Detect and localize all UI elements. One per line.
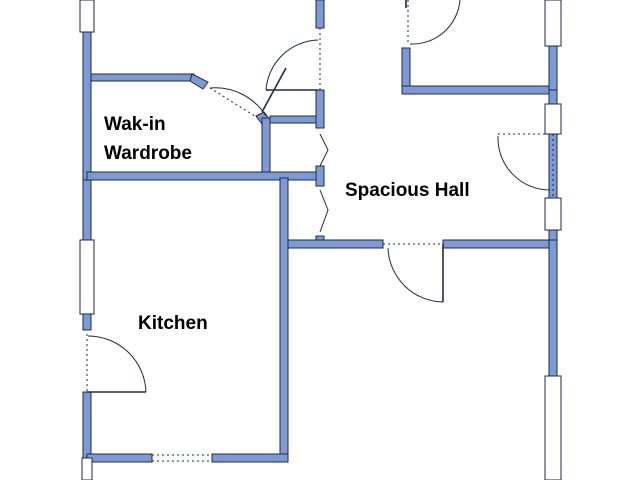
wall-center-top xyxy=(315,0,325,29)
door-closet-swing xyxy=(409,0,461,45)
wall-wardrobe-stub xyxy=(269,115,319,124)
room-label-kitchen: Kitchen xyxy=(138,313,208,334)
wall-wardrobe-angle xyxy=(189,73,209,90)
window-left-bottom xyxy=(81,457,93,480)
door-wardrobe-threshold xyxy=(209,87,259,119)
room-label-wardrobe-line2: Wardrobe xyxy=(104,143,192,164)
wall-kitchen-bottom-right xyxy=(211,453,289,463)
window-left-top xyxy=(79,0,95,33)
wall-center-stub xyxy=(315,165,325,187)
wall-wardrobe-right xyxy=(261,117,271,174)
wall-hall-bottom-left xyxy=(287,239,384,249)
door-hall-bottom-swing xyxy=(387,247,444,303)
wall-center-upper xyxy=(315,89,325,129)
wall-right-bottom xyxy=(548,239,558,480)
wall-wardrobe-top xyxy=(90,73,195,82)
wall-hall-bottom-right xyxy=(442,239,558,249)
room-label-hall: Spacious Hall xyxy=(345,180,470,201)
door-double-upper xyxy=(319,133,329,167)
door-double-lower xyxy=(319,189,329,233)
wall-closet-bottom xyxy=(401,85,558,95)
wall-kitchen-bottom-left xyxy=(86,453,153,463)
window-right-upper xyxy=(544,103,562,135)
door-wardrobe-leaf xyxy=(261,67,287,113)
door-hall-top-swing xyxy=(265,39,319,91)
window-right-bottom xyxy=(544,375,562,480)
door-hall-right-swing xyxy=(497,135,551,191)
room-label-wardrobe-line1: Wak-in xyxy=(104,114,166,135)
window-right-top xyxy=(544,0,562,47)
window-left-mid xyxy=(79,239,95,315)
door-wardrobe-swing xyxy=(209,87,267,117)
door-kitchen-swing xyxy=(87,335,147,393)
window-right-mid xyxy=(544,197,562,231)
wall-kitchen-right xyxy=(279,177,289,463)
